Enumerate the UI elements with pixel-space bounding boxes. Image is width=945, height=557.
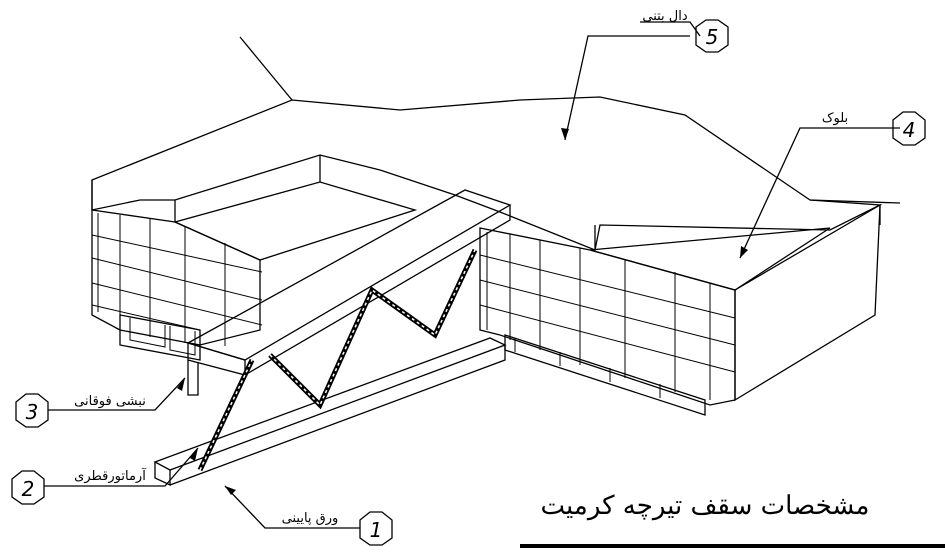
callout-3: 3 نبشی فوقانی: [15, 377, 186, 428]
callout-4-number: 4: [903, 118, 916, 142]
callout-1-number: 1: [370, 518, 383, 542]
callout-1-label: ورق پایینی: [282, 511, 339, 526]
callout-2: 2 آرماتورقطری: [11, 447, 199, 505]
callout-5-label: دال بتنی: [642, 9, 687, 24]
callout-5-number: 5: [706, 25, 719, 49]
diagram-title: مشخصات سقف تیرچه کرمیت: [541, 491, 870, 521]
bottom-plate: [153, 337, 507, 487]
left-block: [91, 181, 418, 361]
callout-2-label: آرماتورقطری: [74, 467, 147, 484]
callout-3-number: 3: [26, 400, 39, 424]
top-angle: [186, 189, 512, 396]
right-block: [479, 203, 881, 416]
callout-4-label: بلوک: [822, 111, 848, 126]
callout-4: 4 بلوک: [739, 111, 926, 259]
concrete-slab: [91, 36, 901, 251]
callout-3-label: نبشی فوقانی: [74, 394, 146, 409]
callout-5: 5 دال بتنی: [561, 9, 729, 141]
diagonal-rebar: [197, 248, 478, 472]
callout-2-number: 2: [22, 477, 35, 501]
callout-1: 1 ورق پایینی: [224, 485, 393, 546]
